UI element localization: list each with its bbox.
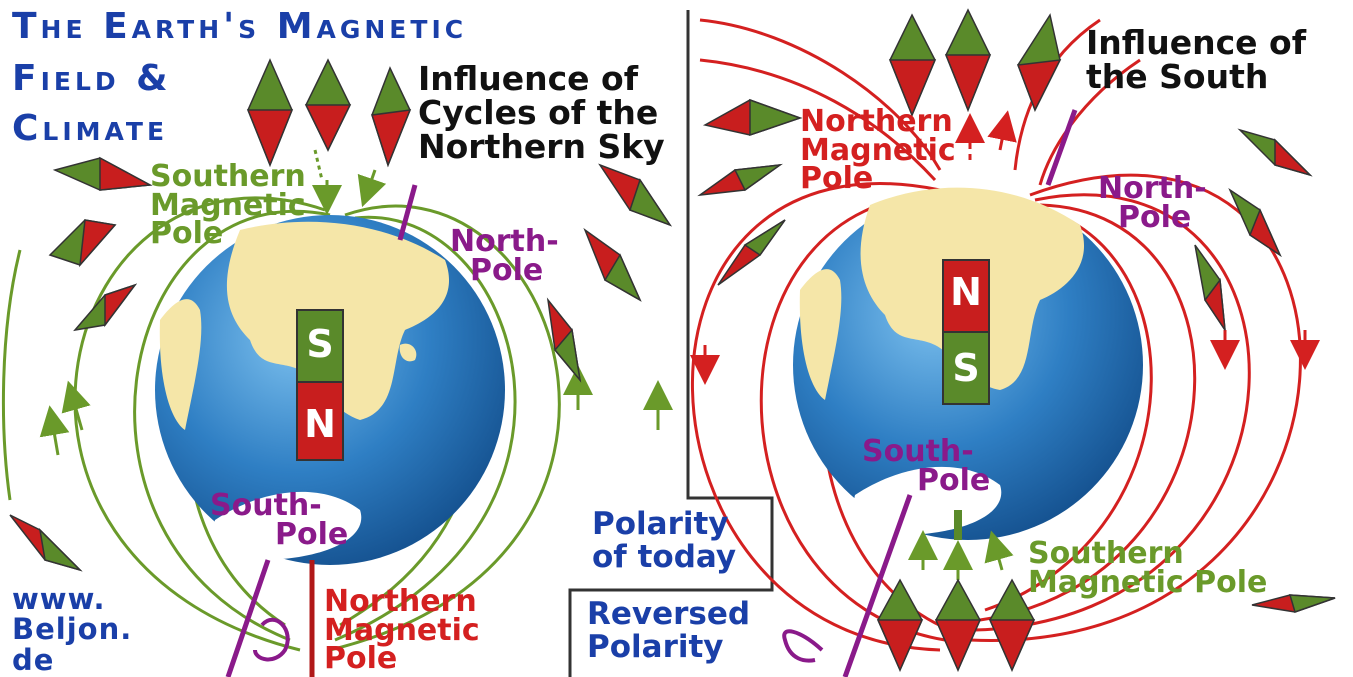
- left-nmp-line-1: Northern: [324, 584, 477, 619]
- left-bar-magnet: [296, 309, 344, 461]
- polarity-today-line-1: Polarity: [592, 506, 729, 542]
- right-influence-line-1: Influence of: [1086, 23, 1307, 62]
- left-smp-line-1: Southern: [150, 159, 306, 194]
- right-np-line-1: North-: [1098, 171, 1207, 206]
- title-line-1: The Earth's Magnetic: [12, 6, 468, 47]
- left-np-line-2: Pole: [470, 252, 544, 288]
- right-north-pole-label: North- Pole: [1098, 171, 1207, 235]
- left-south-axis-line: [225, 559, 271, 677]
- right-nmp-line-2: Magnetic: [800, 132, 956, 168]
- left-south-pole-label: South- Pole: [210, 488, 349, 552]
- right-smp-line-1: Southern: [1028, 536, 1184, 571]
- website-line-3: de: [12, 642, 55, 677]
- reversed-polarity-line-1: Reversed: [587, 596, 751, 632]
- reversed-polarity-line-2: Polarity: [587, 628, 724, 665]
- left-influence-line-1: Influence of: [418, 59, 639, 98]
- right-sp-line-2: Pole: [917, 462, 991, 498]
- right-sp-line-1: South-: [862, 434, 974, 469]
- left-nmp-line-2: Magnetic: [324, 612, 480, 648]
- polarity-today-label: Polarity of today: [592, 508, 736, 573]
- title-line-2: Field &: [12, 58, 172, 99]
- right-influence-label: Influence of the South: [1086, 26, 1306, 94]
- reversed-polarity-label: Reversed Polarity: [587, 598, 750, 663]
- left-smp-line-3: Pole: [150, 216, 224, 251]
- left-southern-magnetic-pole-label: Southern Magnetic Pole: [150, 159, 306, 251]
- left-influence-line-2: Cycles of the: [418, 92, 659, 132]
- right-nmp-line-3: Pole: [800, 161, 874, 196]
- right-influence-line-2: the South: [1086, 56, 1269, 96]
- left-north-axis-line: [397, 184, 418, 241]
- right-southern-magnetic-pole-label: Southern Magnetic Pole: [1028, 536, 1268, 600]
- right-compass-needles: [697, 8, 1336, 672]
- website-line-1: www.: [12, 582, 106, 616]
- left-smp-line-2: Magnetic: [150, 187, 306, 223]
- right-rotation-arrow: [782, 629, 824, 663]
- panel-divider: [568, 10, 774, 677]
- left-sp-line-2: Pole: [275, 516, 349, 552]
- left-sp-line-1: South-: [210, 488, 322, 523]
- left-nmp-line-3: Pole: [324, 641, 398, 676]
- title-line-3: Climate: [12, 108, 169, 149]
- right-south-pole-label: South- Pole: [862, 434, 991, 498]
- right-nmp-line-1: Northern: [800, 104, 953, 139]
- website-label: www. Beljon. de: [12, 582, 133, 677]
- right-green-arrows: [908, 530, 1014, 580]
- right-south-axis-line: [842, 494, 913, 677]
- right-north-axis-line: [1045, 109, 1078, 186]
- left-northern-magnetic-pole-label: Northern Magnetic Pole: [324, 584, 480, 676]
- right-magnet-bottom-letter: S: [952, 346, 980, 390]
- right-np-line-2: Pole: [1118, 199, 1192, 235]
- right-bar-magnet: [942, 259, 990, 405]
- left-compass-needles: [9, 58, 672, 572]
- right-smp-line-2: Magnetic Pole: [1028, 564, 1268, 600]
- website-line-2: Beljon.: [12, 612, 133, 647]
- polarity-today-line-2: of today: [592, 538, 737, 575]
- right-northern-magnetic-pole-label: Northern Magnetic Pole: [800, 104, 956, 196]
- right-magnet-top-letter: N: [950, 270, 982, 314]
- left-np-line-1: North-: [450, 224, 559, 259]
- left-magnet-top-letter: S: [306, 322, 334, 366]
- left-rotation-arrow: [253, 617, 290, 662]
- left-influence-label: Influence of Cycles of the Northern Sky: [418, 62, 665, 164]
- left-north-pole-label: North- Pole: [450, 224, 559, 288]
- left-magnet-bottom-letter: N: [304, 402, 336, 446]
- left-influence-line-3: Northern Sky: [418, 126, 665, 166]
